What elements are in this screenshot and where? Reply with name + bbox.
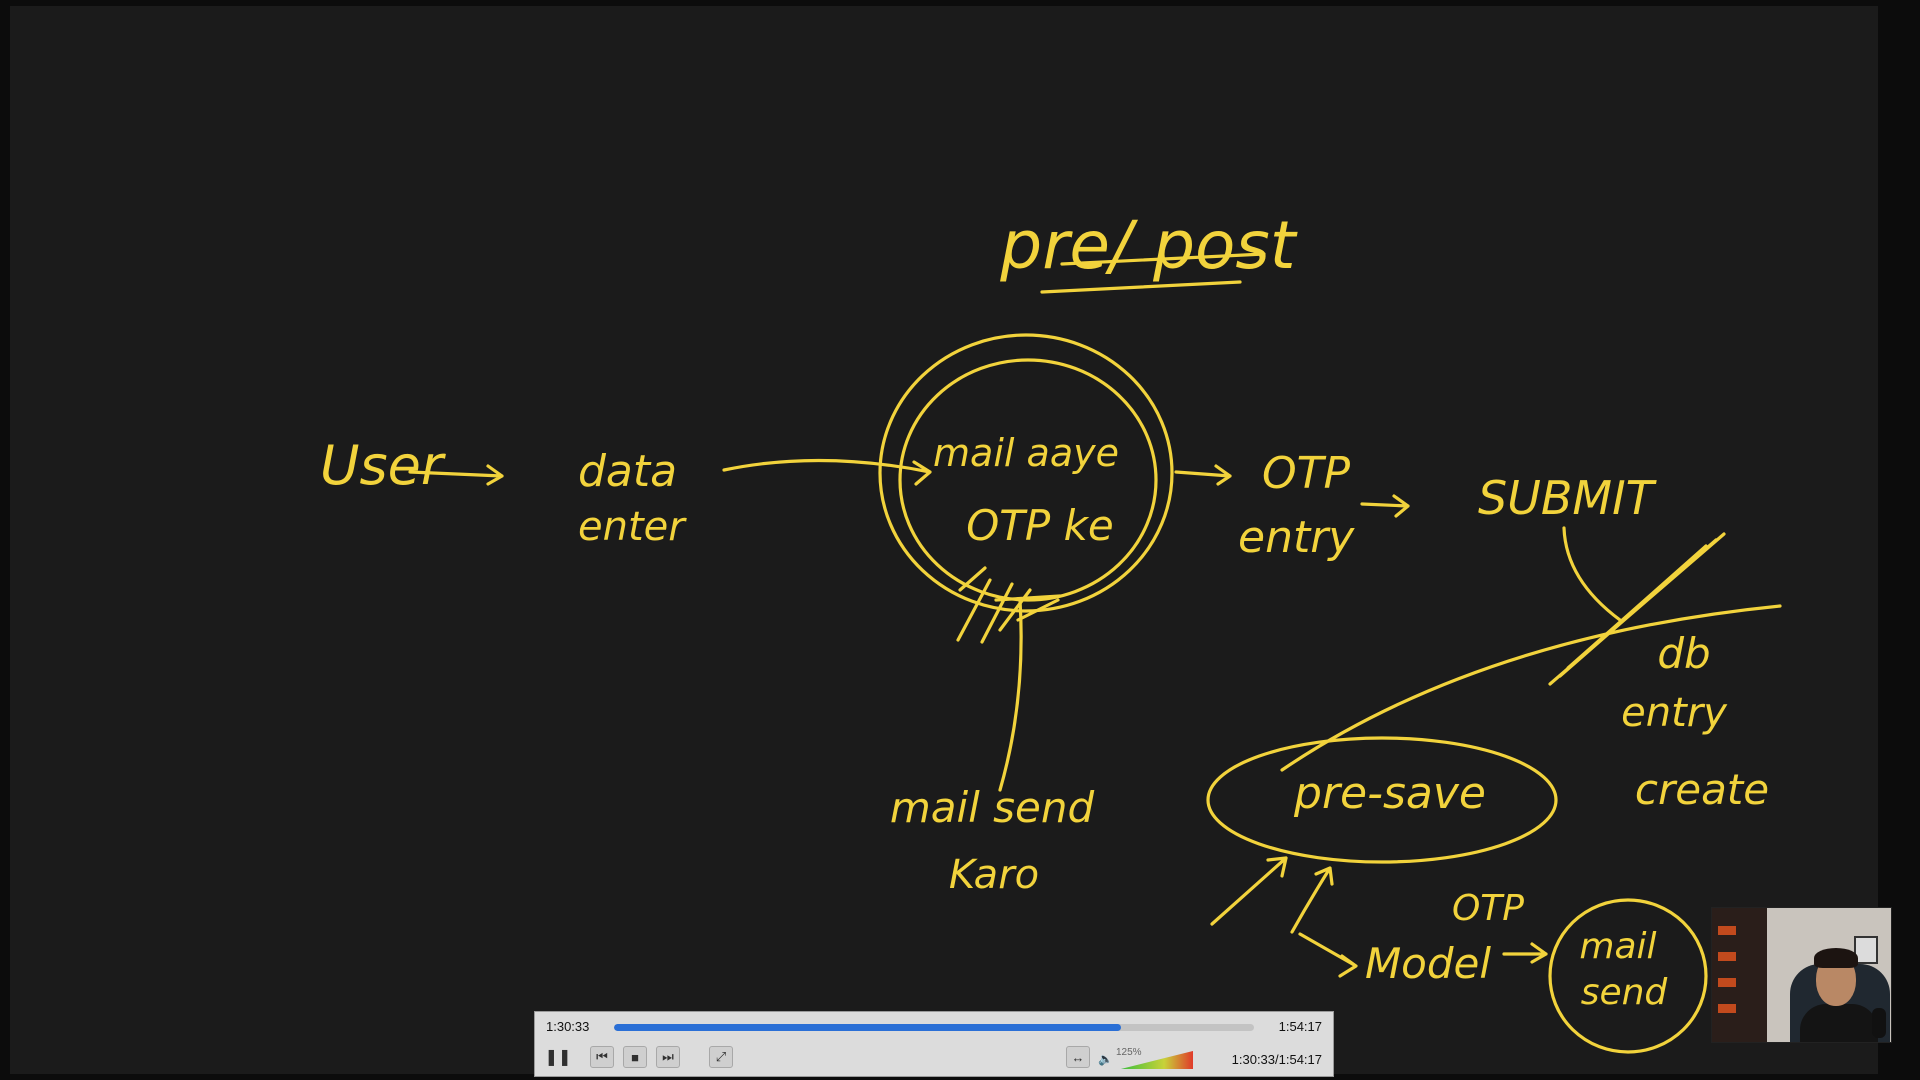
note-center-line1: mail aaye bbox=[933, 431, 1119, 475]
note-model: Model bbox=[1365, 939, 1491, 988]
fullscreen-button[interactable]: ⤢ bbox=[709, 1046, 733, 1068]
arrow-data-center bbox=[722, 458, 932, 486]
note-data-line1: data bbox=[578, 446, 677, 497]
arrow-otp-submit bbox=[1360, 494, 1410, 518]
whiteboard-title: pre/ post bbox=[999, 207, 1298, 284]
previous-button[interactable]: ⏮ bbox=[590, 1046, 614, 1068]
title-underline-2 bbox=[1040, 280, 1242, 294]
line-presave-across bbox=[1280, 604, 1782, 772]
total-time: 1:54:17 bbox=[1278, 1019, 1322, 1034]
note-mail-line2: Karo bbox=[949, 852, 1039, 898]
current-time: 1:30:33 bbox=[546, 1019, 590, 1034]
pause-button[interactable]: ❚❚ bbox=[544, 1046, 572, 1068]
volume-label: 125% bbox=[1116, 1047, 1142, 1058]
title-underline-1 bbox=[1060, 252, 1266, 266]
stretch-button[interactable]: ↔ bbox=[1066, 1046, 1090, 1068]
webcam-microphone bbox=[1872, 1008, 1886, 1038]
note-user: User bbox=[320, 434, 446, 497]
media-player-controls: 1:30:33 1:54:17 ❚❚ ⏮ ■ ⏭ ⤢ ↔ 🔈 125% 1:30… bbox=[534, 1011, 1334, 1077]
seek-progress bbox=[614, 1024, 1121, 1031]
note-mail-line1: mail send bbox=[890, 783, 1095, 832]
webcam-wall-frame bbox=[1854, 936, 1878, 964]
stretch-icon: ↔ bbox=[1071, 1049, 1085, 1065]
center-circle-inner bbox=[898, 358, 1158, 602]
webcam-presenter-body bbox=[1800, 1004, 1878, 1042]
arrow-center-otp bbox=[1174, 464, 1232, 486]
webcam-presenter-hair bbox=[1814, 948, 1858, 968]
arrow-to-presave-2 bbox=[1290, 866, 1334, 934]
note-otp-line2: entry bbox=[1238, 512, 1355, 563]
mail-send-circle bbox=[1548, 898, 1708, 1054]
line-submit-db bbox=[1562, 526, 1622, 622]
center-circle-outer bbox=[878, 333, 1174, 613]
stop-button[interactable]: ■ bbox=[623, 1046, 647, 1068]
note-otp-line1: OTP bbox=[1262, 448, 1351, 499]
volume-fill bbox=[1121, 1051, 1193, 1069]
combined-time: 1:30:33/1:54:17 bbox=[1231, 1052, 1322, 1067]
note-otp-small: OTP bbox=[1452, 888, 1524, 929]
presave-ellipse bbox=[1206, 736, 1558, 864]
strike-through bbox=[1548, 532, 1726, 686]
webcam-overlay bbox=[1711, 907, 1892, 1043]
speaker-icon[interactable]: 🔈 bbox=[1098, 1052, 1113, 1066]
note-db-line2: entry bbox=[1621, 690, 1728, 736]
skip-back-icon: ⏮ bbox=[596, 1049, 608, 1064]
note-presave: pre-save bbox=[1293, 768, 1486, 819]
next-button[interactable]: ⏭ bbox=[656, 1046, 680, 1068]
fullscreen-icon: ⤢ bbox=[715, 1049, 727, 1064]
stop-icon: ■ bbox=[631, 1049, 639, 1065]
note-db-line1: db bbox=[1657, 629, 1710, 678]
arrow-user-data bbox=[408, 464, 504, 486]
line-mail-send bbox=[998, 598, 1023, 792]
pause-icon: ❚❚ bbox=[544, 1049, 572, 1066]
seek-bar[interactable] bbox=[614, 1024, 1254, 1031]
arrow-to-model bbox=[1298, 932, 1358, 978]
note-mail2-line2: send bbox=[1581, 972, 1669, 1013]
volume-slider[interactable] bbox=[1121, 1050, 1193, 1070]
note-db-line3: create bbox=[1635, 765, 1769, 814]
note-center-line2: OTP ke bbox=[966, 501, 1114, 550]
note-mail2-line1: mail bbox=[1579, 926, 1656, 967]
note-submit: SUBMIT bbox=[1478, 471, 1658, 525]
webcam-shelf bbox=[1712, 908, 1767, 1042]
arrow-to-presave-1 bbox=[1210, 856, 1288, 926]
arrow-model-mail bbox=[1502, 942, 1548, 964]
note-data-line2: enter bbox=[578, 504, 687, 550]
scribble-hatch bbox=[956, 566, 1062, 644]
skip-forward-icon: ⏭ bbox=[662, 1049, 674, 1064]
